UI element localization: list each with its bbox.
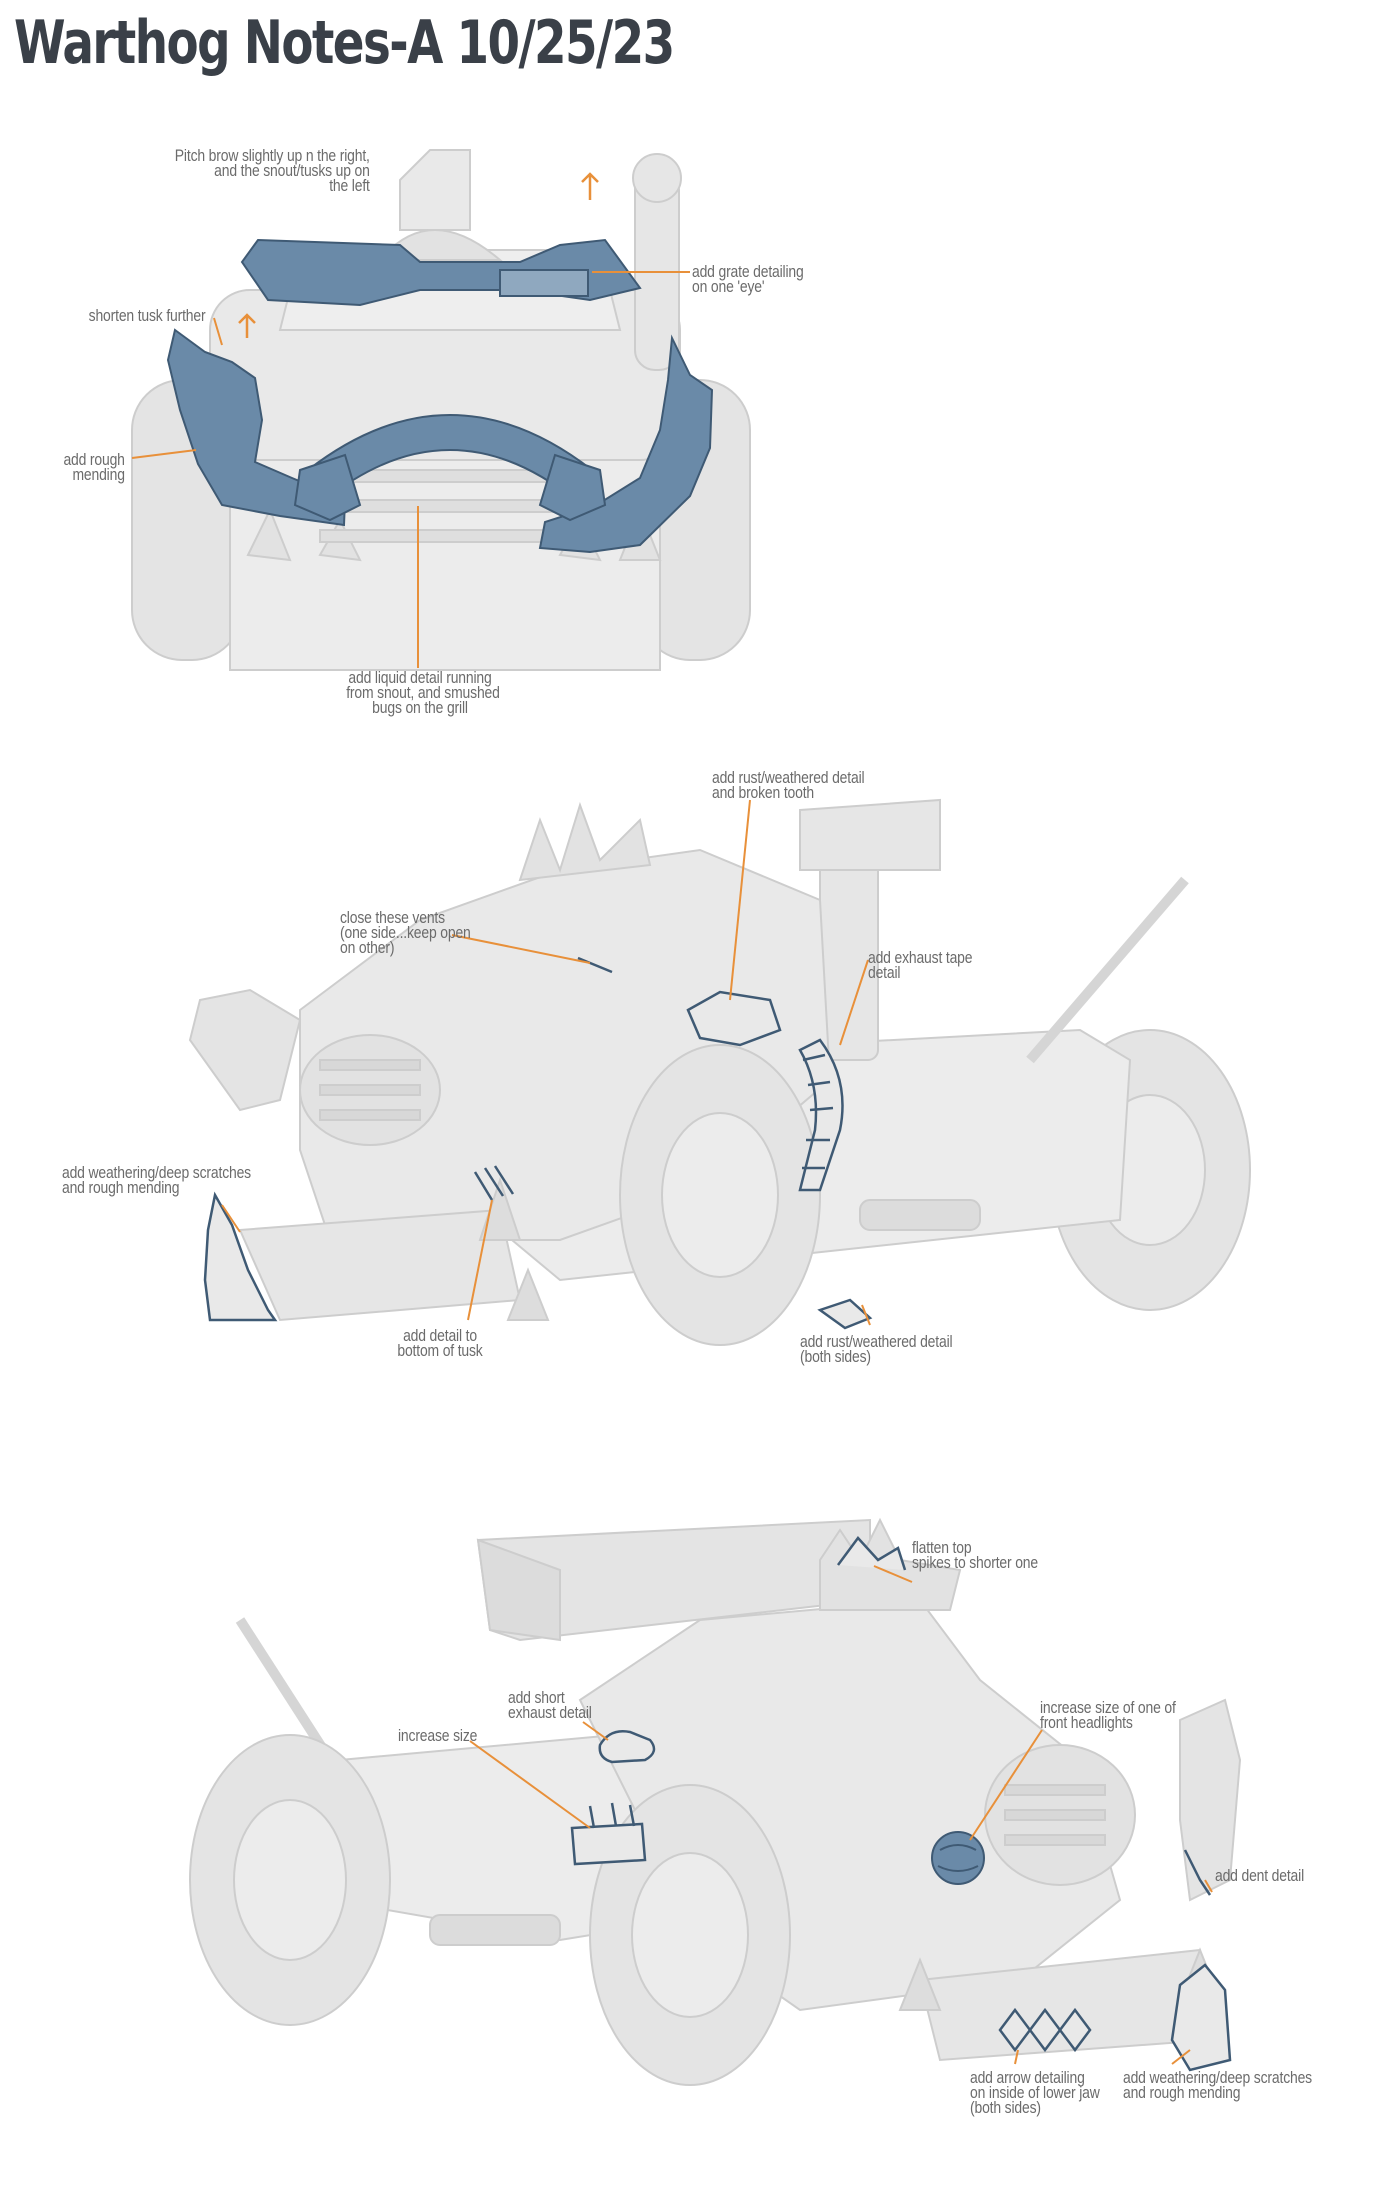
rear-highlight bbox=[570, 1536, 1232, 2072]
front-highlight bbox=[166, 238, 714, 554]
page-title: Warthog Notes-A 10/25/23 bbox=[14, 8, 675, 78]
note-grate: add grate detailing on one 'eye' bbox=[692, 262, 804, 296]
note-arrow: add arrow detailing on inside of lower j… bbox=[970, 2068, 1100, 2117]
rear-model bbox=[189, 1517, 1242, 2086]
note-tusk-bottom: add detail to bottom of tusk bbox=[397, 1326, 483, 1360]
headlight bbox=[931, 1831, 985, 1885]
note-rough-mending: add rough mending bbox=[63, 450, 125, 484]
side-leaders bbox=[221, 799, 871, 1326]
note-rust-sides: add rust/weathered detail (both sides) bbox=[800, 1332, 953, 1366]
note-side-weathering: add weathering/deep scratches and rough … bbox=[62, 1163, 251, 1197]
note-flatten: flatten top spikes to shorter one bbox=[912, 1538, 1038, 1572]
note-headlight: increase size of one of front headlights bbox=[1040, 1698, 1176, 1732]
note-liquid: add liquid detail running from snout, an… bbox=[346, 668, 500, 717]
front-model bbox=[131, 149, 751, 671]
note-rust-tooth: add rust/weathered detail and broken too… bbox=[712, 768, 865, 802]
front-leaders bbox=[131, 172, 690, 668]
note-increase-size: increase size bbox=[398, 1726, 478, 1745]
note-dent: add dent detail bbox=[1215, 1866, 1305, 1885]
note-short-exhaust: add short exhaust detail bbox=[508, 1688, 592, 1722]
note-close-vents: close these vents (one side...keep open … bbox=[340, 908, 471, 957]
note-exhaust-tape: add exhaust tape detail bbox=[868, 948, 973, 982]
note-rear-weathering: add weathering/deep scratches and rough … bbox=[1123, 2068, 1312, 2102]
rear-leaders bbox=[469, 1565, 1213, 2065]
side-highlight bbox=[203, 956, 873, 1330]
note-shorten-tusk: shorten tusk further bbox=[88, 306, 205, 325]
note-pitch-brow: Pitch brow slightly up n the right, and … bbox=[175, 146, 370, 195]
